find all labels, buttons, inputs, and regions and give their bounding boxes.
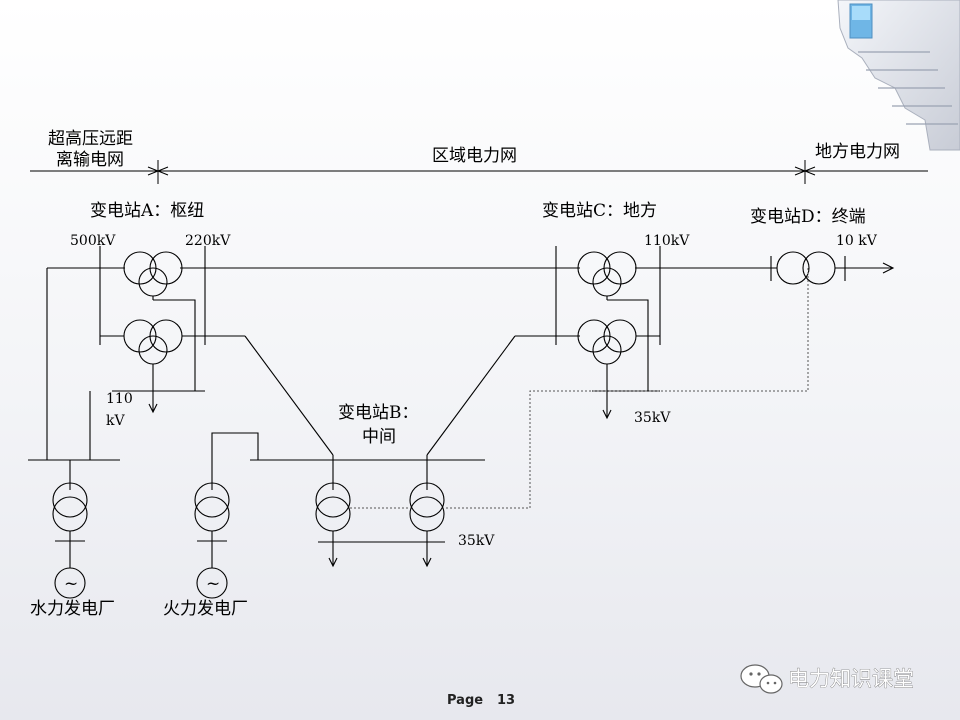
voltage-label-a-500: 500kV	[70, 233, 116, 249]
thermal-plant-label: 火力发电厂	[163, 599, 248, 619]
thermal-plant	[195, 483, 229, 598]
wechat-watermark	[740, 664, 783, 694]
hydro-generator-symbol: ~	[64, 574, 78, 594]
voltage-label-d-10: 10 kV	[836, 233, 878, 249]
substation-a-label: 变电站A：枢纽	[90, 201, 204, 221]
voltage-label-a-110-2: kV	[106, 413, 125, 429]
substation-c	[556, 246, 660, 418]
substation-c-label: 变电站C：地方	[542, 201, 657, 221]
generation-busbar	[28, 391, 485, 490]
voltage-label-a-220: 220kV	[185, 233, 231, 249]
voltage-label-c-110: 110kV	[644, 233, 690, 249]
footer-page-number: 13	[497, 693, 515, 708]
substation-d-label: 变电站D：终端	[750, 207, 866, 227]
thermal-generator-symbol: ~	[206, 574, 220, 594]
region-label-local: 地方电力网	[815, 142, 900, 162]
ring-lines	[245, 336, 580, 455]
dotted-link	[350, 268, 808, 508]
region-label-regional: 区域电力网	[432, 146, 517, 166]
voltage-label-c-35: 35kV	[634, 410, 671, 426]
voltage-label-b-35: 35kV	[458, 533, 495, 549]
hydro-plant	[53, 483, 87, 598]
region-label-long-distance-1: 超高压远距	[48, 129, 133, 149]
substation-a	[100, 246, 245, 412]
substation-b-label-2: 中间	[362, 427, 396, 447]
footer-page-label: Page	[447, 693, 483, 708]
watermark-text: 电力知识课堂	[788, 667, 914, 691]
main-transmission-line	[47, 256, 893, 460]
stairs-decoration	[838, 0, 960, 150]
substation-d	[777, 252, 835, 284]
hydro-plant-label: 水力发电厂	[30, 599, 115, 619]
voltage-label-a-110-1: 110	[106, 391, 133, 407]
substation-b-label-1: 变电站B：	[338, 403, 419, 423]
substation-b	[316, 455, 445, 566]
region-label-long-distance-2: 离输电网	[56, 150, 124, 170]
region-divider	[30, 160, 928, 184]
